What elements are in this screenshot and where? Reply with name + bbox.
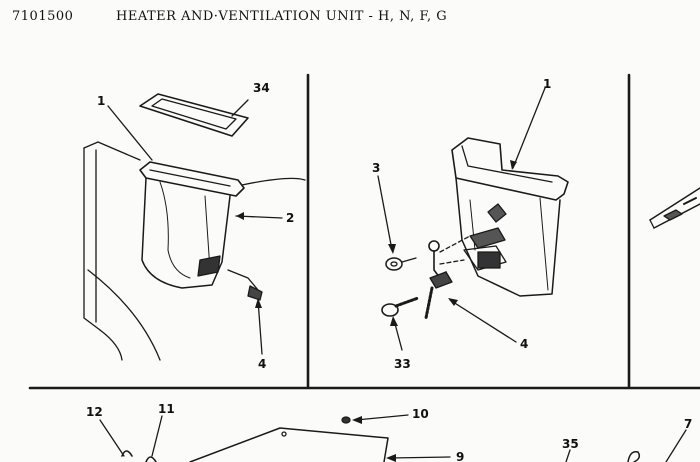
page-title: HEATER AND·VENTILATION UNIT - H, N, F, G [116,9,448,24]
callout-33-panel-2: 33 [394,357,411,371]
callout-9: 9 [456,450,465,462]
part-group-code: 7101500 [12,9,74,24]
callout-1-panel-1: 1 [97,94,106,108]
callout-34-panel-1: 34 [253,81,270,95]
callout-11: 11 [158,402,175,416]
bottom-row-parts [99,414,687,462]
gasket-34-illustration [139,93,249,137]
callout-12: 12 [86,405,103,419]
callout-35: 35 [562,437,579,451]
panel-2-valve-assembly [377,87,569,351]
callout-1-panel-2: 1 [543,77,552,91]
panel-1-heater-housing [83,93,306,361]
housing-1-illustration [451,137,569,297]
bolt-33-illustration [381,296,420,317]
panel-3-duct-partial [649,187,700,229]
heater-housing-illustration [139,161,263,301]
callout-4-panel-2: 4 [520,337,529,351]
callout-3-panel-2: 3 [372,161,381,175]
callout-2-panel-1: 2 [286,211,295,225]
panel-dividers [28,73,700,390]
valve-bracket-illustration [439,203,507,271]
callout-4-panel-1: 4 [258,357,267,371]
linkage-4-illustration [424,240,453,320]
nut-3-illustration [385,257,417,271]
callout-10: 10 [412,407,429,421]
callout-7: 7 [684,417,693,431]
